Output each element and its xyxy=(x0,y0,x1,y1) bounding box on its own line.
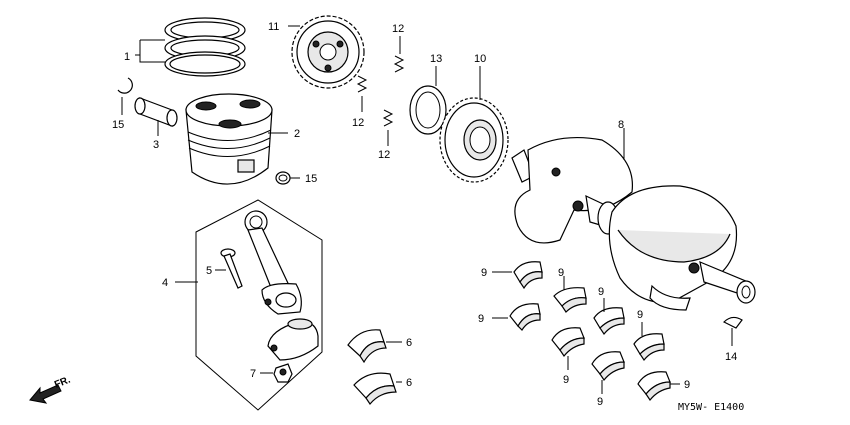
main-bearing-2 xyxy=(509,303,541,331)
piston-rings xyxy=(164,17,246,77)
callout-12-mid: 12 xyxy=(352,117,364,129)
callout-6-lower: 6 xyxy=(406,377,412,389)
connecting-rod-bolt xyxy=(220,248,243,289)
callout-9-d: 9 xyxy=(563,374,569,386)
callout-9-c: 9 xyxy=(558,267,564,279)
connecting-rod-nut xyxy=(273,363,293,383)
callout-2: 2 xyxy=(294,128,300,140)
primary-driven-gear xyxy=(439,97,509,183)
callout-13: 13 xyxy=(430,53,442,65)
conrod-bearing-lower xyxy=(353,372,397,406)
main-bearing-6 xyxy=(591,351,625,382)
piston xyxy=(185,93,273,185)
front-label: FR. xyxy=(53,374,72,390)
main-bearing-4 xyxy=(551,327,585,358)
callout-9-b: 9 xyxy=(478,313,484,325)
callout-4: 4 xyxy=(162,277,168,289)
connecting-rod-cap xyxy=(267,318,319,361)
main-bearing-3 xyxy=(553,287,587,313)
conrod-bearing-upper xyxy=(347,329,387,364)
damper-spring-1 xyxy=(393,55,405,73)
main-bearing-8 xyxy=(637,371,671,402)
piston-pin xyxy=(134,97,178,127)
callout-9-g: 9 xyxy=(637,309,643,321)
callout-11: 11 xyxy=(268,21,279,33)
woodruff-key xyxy=(722,316,743,329)
callout-9-a: 9 xyxy=(481,267,487,279)
callout-9-f: 9 xyxy=(597,396,603,408)
primary-drive-gear xyxy=(291,15,365,89)
main-bearing-7 xyxy=(633,333,665,362)
callout-1: 1 xyxy=(124,51,130,63)
main-bearing-1 xyxy=(513,261,543,290)
damper-spring-3 xyxy=(382,109,394,127)
damper-spring-2 xyxy=(356,75,368,93)
diagram-code: MY5W- E1400 xyxy=(678,402,744,413)
callout-7: 7 xyxy=(250,368,256,380)
callout-3: 3 xyxy=(153,139,159,151)
front-direction-arrow: FR. xyxy=(29,374,72,404)
callout-8: 8 xyxy=(618,119,624,131)
connecting-rod xyxy=(244,210,302,315)
callout-9-h: 9 xyxy=(684,379,690,391)
piston-pin-clip xyxy=(117,77,133,94)
callout-10: 10 xyxy=(474,53,486,65)
thrust-washer xyxy=(409,85,447,135)
callout-15-top: 15 xyxy=(112,119,124,131)
callout-5: 5 xyxy=(206,265,212,277)
callout-15-right: 15 xyxy=(305,173,317,185)
piston-pin-clip-right xyxy=(275,171,291,185)
callout-6-upper: 6 xyxy=(406,337,412,349)
callout-9-e: 9 xyxy=(598,286,604,298)
callout-14: 14 xyxy=(725,351,737,363)
callout-12-top: 12 xyxy=(392,23,404,35)
main-bearing-5 xyxy=(593,307,625,336)
crankshaft xyxy=(511,136,756,311)
callout-12-bottom: 12 xyxy=(378,149,390,161)
